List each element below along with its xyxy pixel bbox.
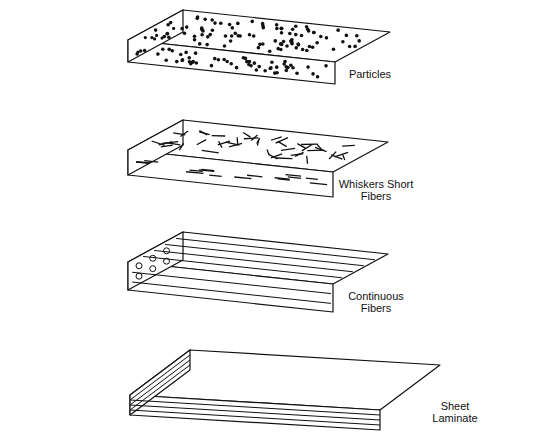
front-face <box>130 395 380 430</box>
slab-label: Continuous Fibers <box>336 290 416 314</box>
whiskers-texture <box>136 131 355 185</box>
slab-label: Whiskers Short Fibers <box>336 178 416 202</box>
front-face <box>128 40 335 84</box>
laminate-slab <box>130 350 440 430</box>
fibers-texture <box>132 238 375 303</box>
end-face <box>128 10 183 62</box>
laminate-texture <box>130 355 380 425</box>
particles-texture <box>135 15 361 78</box>
end-face <box>128 120 183 175</box>
slab-label: Particles <box>340 68 400 80</box>
end-face <box>128 232 183 290</box>
slab-label: Sheet Laminate <box>420 400 490 424</box>
